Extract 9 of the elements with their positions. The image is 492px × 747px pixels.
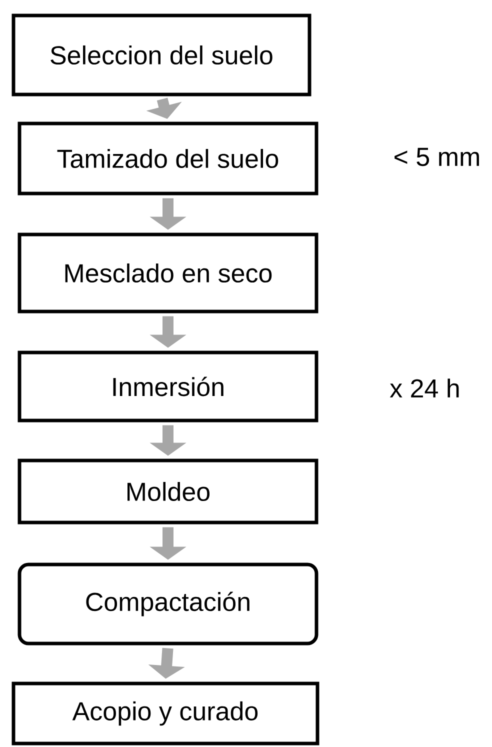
process-box: Acopio y curado — [12, 682, 320, 746]
process-box: Tamizado del suelo — [18, 122, 318, 196]
side-note: < 5 mm — [394, 148, 479, 166]
process-box: Compactación — [18, 562, 318, 646]
process-box: Moldeo — [18, 458, 318, 524]
process-box: Mesclado en seco — [18, 232, 318, 314]
process-box: Inmersión — [18, 350, 318, 422]
side-note: x 24 h — [390, 378, 459, 398]
process-box: Seleccion del suelo — [12, 14, 312, 96]
